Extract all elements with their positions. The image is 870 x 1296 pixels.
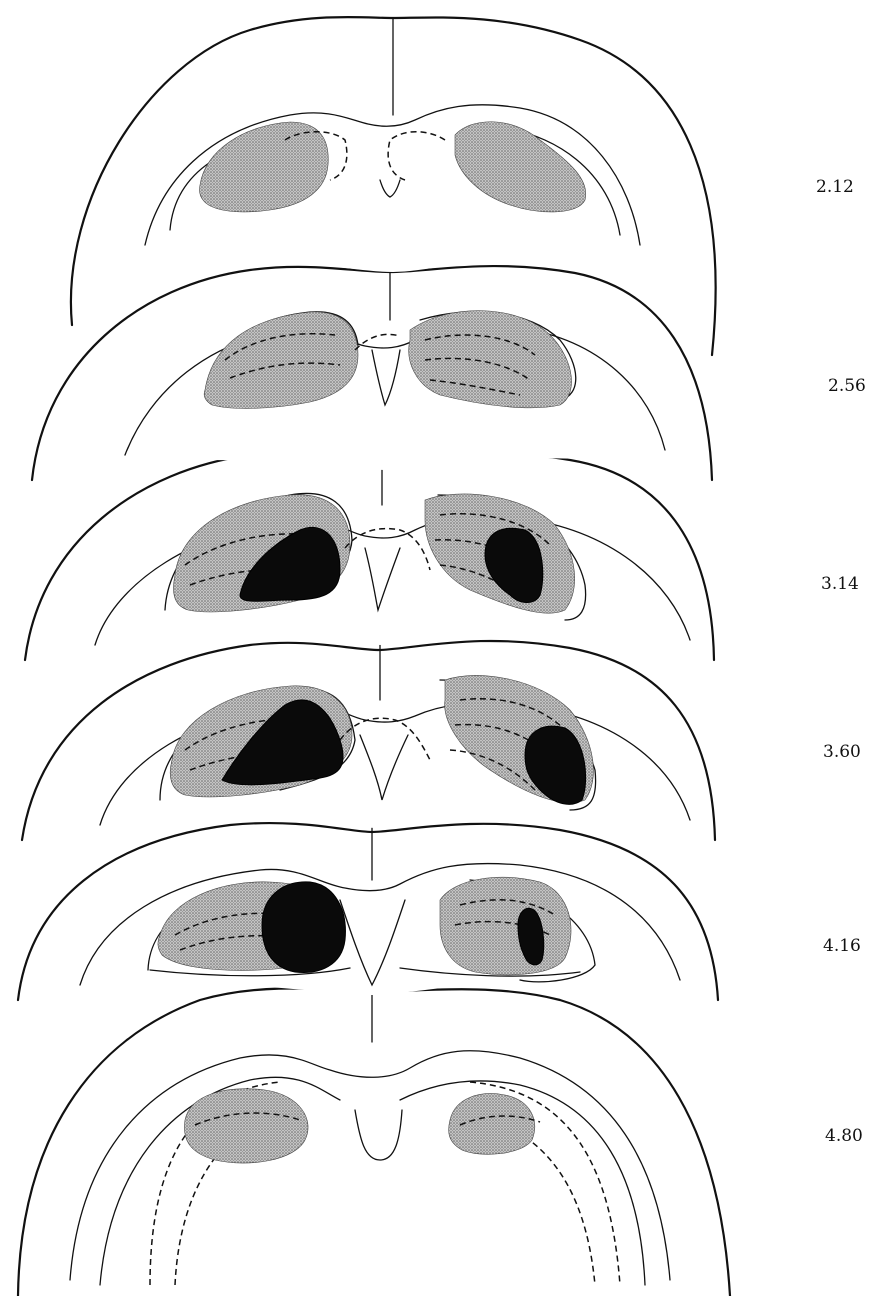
brain-section-4-16 <box>18 802 718 1000</box>
section-label-4-16: 4.16 <box>823 936 861 956</box>
section-label-2-12: 2.12 <box>816 177 854 197</box>
section-label-3-14: 3.14 <box>821 574 859 594</box>
brain-section-4-80 <box>18 988 730 1296</box>
section-label-3-60: 3.60 <box>823 742 861 762</box>
brain-section-3-60 <box>22 620 715 840</box>
lesion-4-16-left <box>262 882 345 973</box>
section-labels: 2.12 2.56 3.14 3.60 4.16 4.80 <box>816 177 866 1146</box>
section-label-4-80: 4.80 <box>825 1126 863 1146</box>
section-label-2-56: 2.56 <box>828 376 866 396</box>
